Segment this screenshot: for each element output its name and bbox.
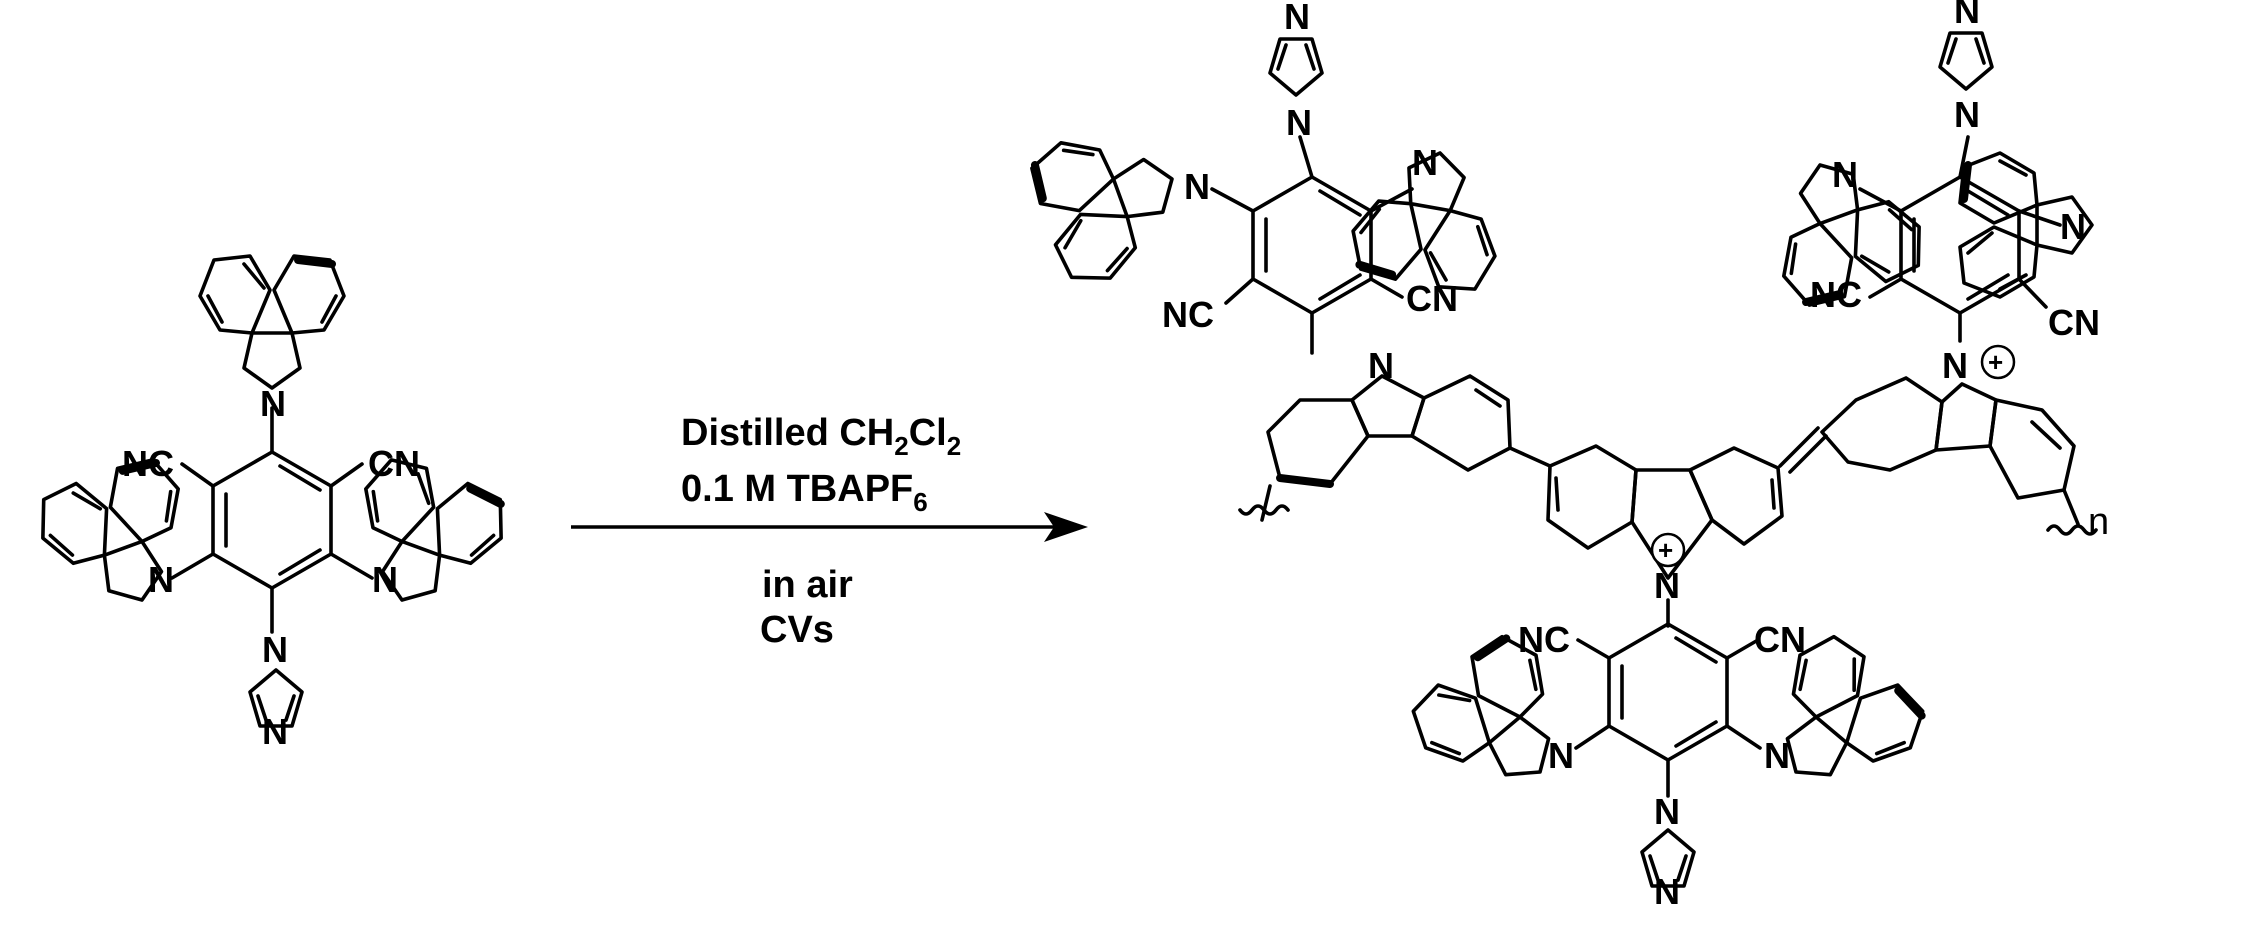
product-right-imid-n1: N	[1954, 94, 1980, 135]
product-left-n-carb2: N	[1412, 142, 1438, 183]
product-unit-bottom: NC CN N N N N	[1400, 619, 1936, 912]
product-left-cn: CN	[1406, 278, 1458, 319]
product-unit-left: N N N N NC CN	[1023, 0, 1511, 355]
product-left-imid-n3: N	[1284, 0, 1310, 37]
product-backbone-n-right: N	[1942, 345, 1968, 386]
product-bottom-imid-n1: N	[1654, 791, 1680, 832]
reagent-n-top: N	[260, 383, 286, 424]
condition-electrolyte: 0.1 M TBAPF6	[681, 468, 928, 517]
reagent-imidazole-n1: N	[262, 629, 288, 670]
product-bottom-nc: NC	[1518, 619, 1570, 660]
right-charge: +	[1988, 347, 2003, 377]
product-left-nc: NC	[1162, 294, 1214, 335]
product-right-imid-n3: N	[1954, 0, 1980, 31]
product-bottom-n-carb2: N	[1764, 735, 1790, 776]
product-left-imid-n1: N	[1286, 102, 1312, 143]
condition-method: CVs	[760, 609, 834, 651]
product-bottom-n-carb1: N	[1548, 735, 1574, 776]
right-charge-icon	[1980, 344, 2016, 380]
product-molecule: N N N N NC CN N N N N	[1023, 0, 2109, 912]
product-bottom-imid-n3: N	[1654, 871, 1680, 912]
reaction-arrowhead	[1044, 512, 1088, 542]
backbone-carbazole-right: N + n	[1820, 344, 2109, 543]
condition-atmosphere: in air	[762, 564, 853, 606]
reagent-n-left: N	[148, 559, 174, 600]
repeat-unit-n: n	[2088, 501, 2109, 543]
backbone-carbazole-center: N +	[1546, 426, 1828, 628]
condition-solvent: Distilled CH2Cl2	[681, 412, 961, 461]
backbone-carbazole-left: N	[1238, 345, 1552, 522]
product-left-n-carb1: N	[1184, 166, 1210, 207]
reaction-conditions: Distilled CH2Cl2 0.1 M TBAPF6 in air CVs	[571, 412, 1088, 651]
center-charge-icon	[1650, 532, 1686, 568]
center-charge: +	[1658, 535, 1673, 565]
product-unit-right: N N N N NC CN	[1752, 0, 2100, 343]
product-bottom-cn: CN	[1754, 619, 1806, 660]
product-right-cn: CN	[2048, 302, 2100, 343]
reagent-molecule: N NC CN N N N N	[29, 256, 515, 752]
product-right-nc: NC	[1810, 274, 1862, 315]
reagent-imidazole-n3: N	[262, 711, 288, 752]
